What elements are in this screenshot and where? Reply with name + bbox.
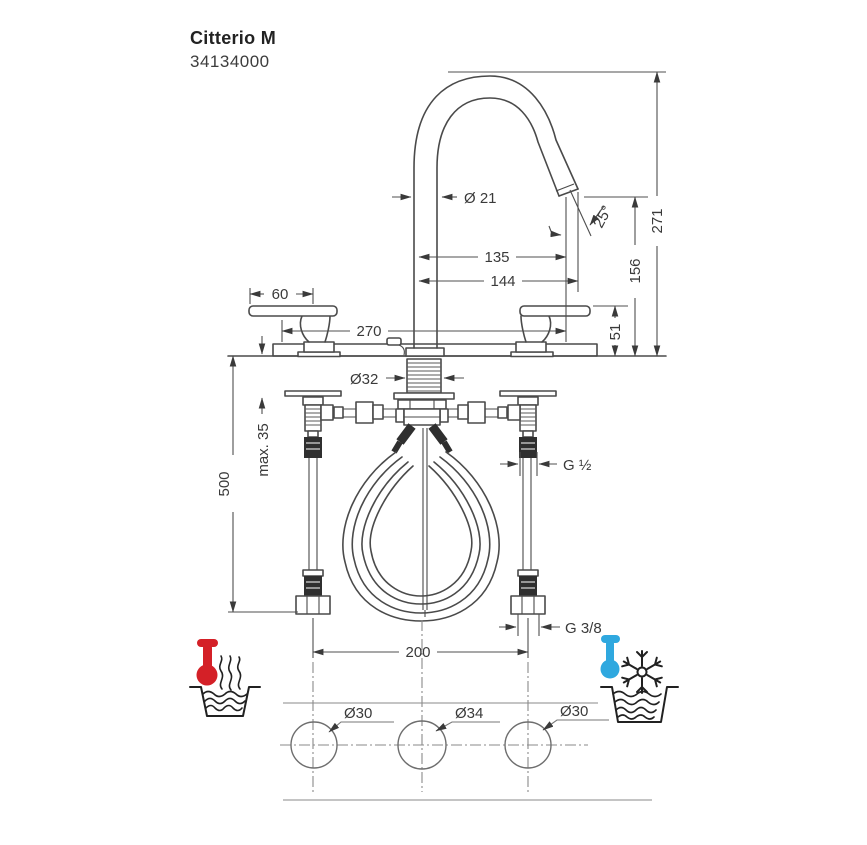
dim-spout-reach: 135: [418, 192, 579, 342]
dim-height-total: 271: [448, 71, 666, 357]
dim-fitting-width: 270: [281, 320, 567, 342]
handle-right: [510, 305, 591, 358]
dim-spout-diameter-label: Ø 21: [464, 190, 497, 207]
product-sku: 34134000: [190, 52, 270, 71]
dim-hole-center-label: Ø34: [455, 705, 483, 722]
dim-handle-length: 60: [249, 286, 314, 304]
steam-icon: [218, 655, 242, 691]
title-block: Citterio M 34134000: [190, 28, 276, 72]
product-series: Citterio M: [190, 28, 276, 48]
dim-spout-diameter: Ø 21: [392, 190, 497, 207]
dim-below-deck-length: 500: [216, 355, 298, 613]
popup-rod: [422, 428, 428, 617]
hole-outline-right: [504, 721, 552, 769]
dim-hole-right-label: Ø30: [560, 703, 588, 720]
dim-spout-angle-label: 25°: [590, 203, 616, 231]
valve-right: [448, 390, 557, 615]
hole-plan-view: Ø30 Ø34 Ø30: [280, 620, 652, 801]
dim-height-outlet-label: 156: [627, 258, 644, 283]
basin-hot-icon: [189, 686, 261, 717]
dim-handle-length-label: 60: [272, 286, 289, 303]
dim-height-outlet: 156: [584, 196, 648, 357]
dim-supply-thread-label: G 3/8: [565, 620, 602, 637]
thermometer-hot-icon: [196, 639, 218, 686]
dim-hole-spacing: 200: [312, 618, 529, 661]
popup-knob: [386, 337, 405, 356]
hole-outline-center: [397, 720, 447, 770]
dim-height-handle-label: 51: [607, 324, 624, 341]
dim-height-handle: 51: [593, 305, 628, 357]
hot-water-icon: [189, 639, 261, 717]
spout: [386, 75, 579, 357]
dim-counter-thickness-label: max. 35: [255, 423, 272, 476]
dim-riser-thread: G ½: [500, 452, 592, 476]
center-shank: [391, 358, 455, 454]
dim-hole-spacing-label: 200: [405, 644, 430, 661]
dim-fitting-width-label: 270: [356, 323, 381, 340]
basin-cold-icon: [600, 686, 679, 723]
dim-below-deck-length-label: 500: [216, 471, 233, 496]
dim-counter-thickness: max. 35: [255, 336, 272, 477]
dim-riser-thread-label: G ½: [563, 457, 592, 474]
handle-left: [248, 305, 341, 358]
dim-supply-thread: G 3/8: [499, 614, 602, 637]
dim-shank-diameter-label: Ø32: [350, 371, 378, 388]
snowflake-icon: [621, 650, 663, 694]
hole-outline-left: [290, 721, 338, 769]
thermometer-cold-icon: [600, 635, 620, 679]
dim-height-total-label: 271: [649, 208, 666, 233]
valve-left: [284, 390, 396, 615]
deck-plate: [227, 343, 667, 357]
dim-spout-reach-outer-label: 144: [490, 273, 515, 290]
dim-spout-reach-outer: 144: [418, 273, 579, 290]
dim-hole-left-label: Ø30: [344, 705, 372, 722]
dim-spout-reach-label: 135: [484, 249, 509, 266]
supply-hoses: [342, 428, 500, 622]
dim-shank-diameter: Ø32: [350, 371, 464, 388]
cold-water-icon: [600, 635, 679, 723]
